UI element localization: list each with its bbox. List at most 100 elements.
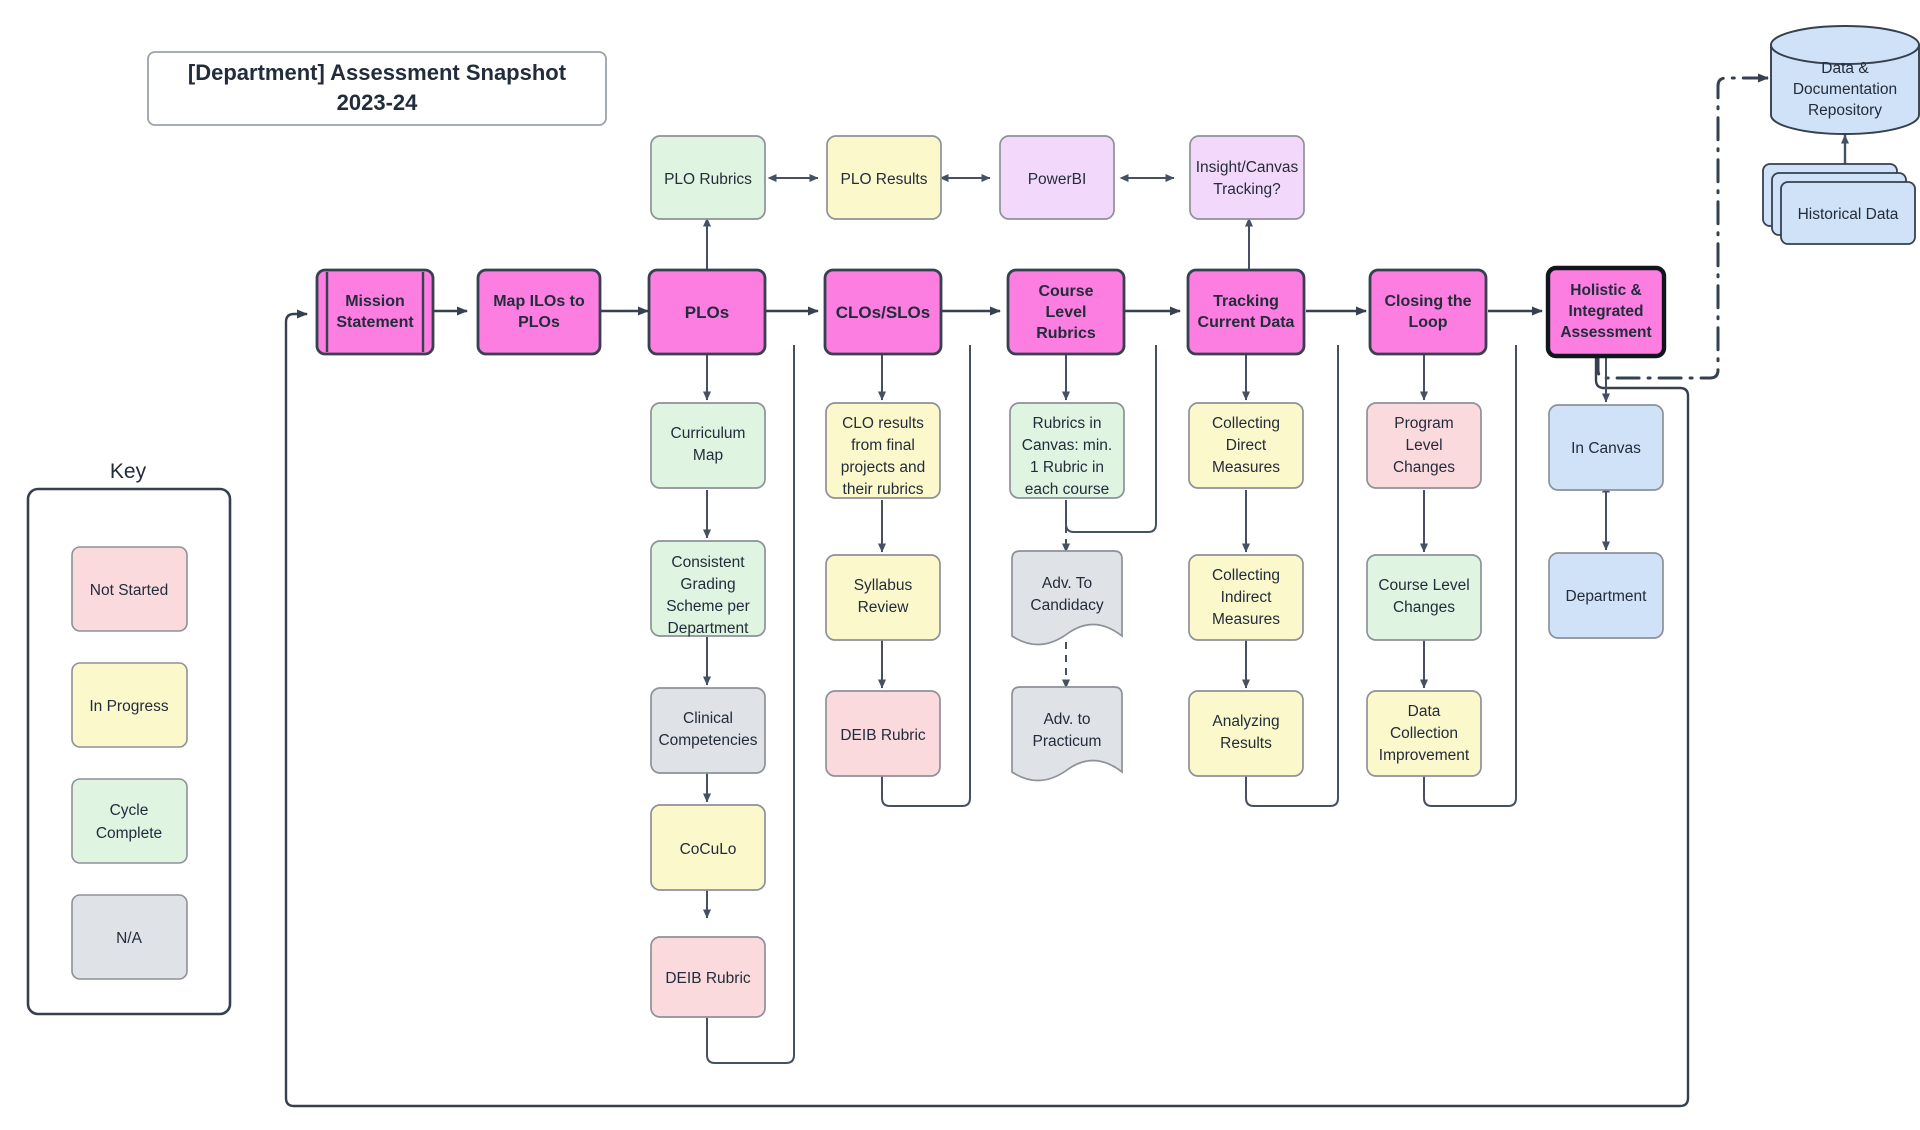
- clos-node-deib-rubric[interactable]: DEIB Rubric: [825, 690, 941, 777]
- node-label: PLO Rubrics: [664, 171, 752, 188]
- stack-card-front: [1780, 181, 1916, 245]
- plos-node-curriculum-map[interactable]: Curriculum Map: [650, 402, 766, 489]
- main-node-plos[interactable]: PLOs: [647, 268, 767, 356]
- node-label-l1: Mission: [345, 293, 405, 310]
- node-label-l2: Level: [1046, 304, 1087, 321]
- node-label: In Canvas: [1571, 440, 1641, 457]
- tracking-node-collecting-direct-measures[interactable]: Collecting Direct Measures: [1188, 402, 1304, 489]
- key-label: In Progress: [89, 698, 169, 715]
- node-label-l2: Statement: [336, 314, 414, 331]
- node-label: PowerBI: [1028, 171, 1087, 188]
- main-node-holistic-integrated-assessment[interactable]: Holistic & Integrated Assessment: [1545, 265, 1667, 359]
- main-node-tracking-current-data[interactable]: Tracking Current Data: [1186, 268, 1306, 356]
- node-label-l1: Course Level: [1378, 577, 1469, 594]
- node-label-l1: Consistent: [671, 554, 745, 571]
- plos-node-consistent-grading-scheme[interactable]: Consistent Grading Scheme per Department: [650, 540, 766, 637]
- closing-node-program-level-changes[interactable]: Program Level Changes: [1366, 402, 1482, 489]
- node-label-l2: from final: [851, 437, 915, 454]
- node-label-l1: Rubrics in: [1033, 415, 1102, 432]
- top-node-plo-rubrics[interactable]: PLO Rubrics: [650, 135, 766, 220]
- top-node-powerbi[interactable]: PowerBI: [999, 135, 1115, 220]
- node-label-l2: Direct: [1226, 437, 1267, 454]
- tracking-node-collecting-indirect-measures[interactable]: Collecting Indirect Measures: [1188, 554, 1304, 641]
- node-label-l3: projects and: [841, 459, 925, 476]
- main-node-closing-the-loop[interactable]: Closing the Loop: [1368, 268, 1488, 356]
- node-label-l2: Grading: [680, 576, 735, 593]
- node-label-l1: Analyzing: [1212, 713, 1279, 730]
- node-label: PLO Results: [840, 171, 927, 188]
- main-node-mission-statement[interactable]: Mission Statement: [315, 268, 435, 356]
- key-legend: Key Not Started In Progress Cycle Comple…: [26, 460, 232, 1016]
- title-line1: [Department] Assessment Snapshot: [188, 60, 567, 85]
- node-label-l1: Collecting: [1212, 415, 1280, 432]
- closing-node-data-collection-improvement[interactable]: Data Collection Improvement: [1366, 690, 1482, 777]
- node-label: PLOs: [685, 303, 729, 322]
- node-label-l3: Changes: [1393, 459, 1455, 476]
- tracking-node-analyzing-results[interactable]: Analyzing Results: [1188, 690, 1304, 777]
- node-label-l2: Documentation: [1793, 81, 1897, 98]
- holistic-node-department[interactable]: Department: [1548, 552, 1664, 639]
- node-label-l1: Program: [1394, 415, 1453, 432]
- node-label-l2: Practicum: [1033, 733, 1102, 750]
- node-label-l1: Adv. To: [1042, 575, 1092, 592]
- clos-node-clo-results[interactable]: CLO results from final projects and thei…: [825, 402, 941, 499]
- main-node-clos-slos[interactable]: CLOs/SLOs: [823, 268, 943, 356]
- closing-node-course-level-changes[interactable]: Course Level Changes: [1366, 554, 1482, 641]
- key-item-not-started: Not Started: [71, 546, 188, 632]
- database-top-icon: [1770, 25, 1920, 65]
- node-label-l1: Curriculum: [671, 425, 746, 442]
- plos-node-coculo[interactable]: CoCuLo: [650, 804, 766, 891]
- node-label-l1: Course: [1038, 283, 1093, 300]
- top-node-plo-results[interactable]: PLO Results: [826, 135, 942, 220]
- node-label-l2: Level: [1405, 437, 1442, 454]
- node-label-l3: Measures: [1212, 459, 1280, 476]
- node-label: Department: [1566, 588, 1648, 605]
- data-documentation-repository[interactable]: Data & Documentation Repository: [1770, 25, 1920, 135]
- node-label: DEIB Rubric: [665, 970, 751, 987]
- node-label: Historical Data: [1798, 206, 1899, 223]
- key-item-na: N/A: [71, 894, 188, 980]
- main-node-course-level-rubrics[interactable]: Course Level Rubrics: [1006, 268, 1126, 356]
- node-label-l1: Data &: [1821, 60, 1869, 77]
- key-label-l2: Complete: [96, 825, 162, 842]
- node-label-l3: Repository: [1808, 102, 1882, 119]
- key-heading: Key: [110, 460, 147, 483]
- top-node-insight-canvas-tracking[interactable]: Insight/Canvas Tracking?: [1189, 135, 1305, 220]
- node-label-l1: Holistic &: [1570, 282, 1641, 299]
- node-label-l2: Candidacy: [1030, 597, 1103, 614]
- holistic-node-in-canvas[interactable]: In Canvas: [1548, 404, 1664, 491]
- course-rubrics-node-adv-to-candidacy[interactable]: Adv. To Candidacy: [1011, 550, 1123, 646]
- course-rubrics-node-adv-to-practicum[interactable]: Adv. to Practicum: [1011, 686, 1123, 782]
- node-label: CLOs/SLOs: [836, 303, 930, 322]
- node-label-l1: Collecting: [1212, 567, 1280, 584]
- node-label-l2: Indirect: [1221, 589, 1273, 606]
- node-label-l2: Competencies: [658, 732, 757, 749]
- course-rubrics-node-rubrics-in-canvas[interactable]: Rubrics in Canvas: min. 1 Rubric in each…: [1009, 402, 1125, 499]
- node-label-l1: Adv. to: [1043, 711, 1090, 728]
- node-label-l2: Changes: [1393, 599, 1455, 616]
- key-label: Not Started: [90, 582, 168, 599]
- main-node-map-ilos-to-plos[interactable]: Map ILOs to PLOs: [476, 268, 602, 356]
- node-label-l2: Results: [1220, 735, 1272, 752]
- node-label-l2: Canvas: min.: [1022, 437, 1112, 454]
- node-label-l4: Department: [668, 620, 750, 637]
- node-label-l3: Scheme per: [666, 598, 750, 615]
- historical-data-stack[interactable]: Historical Data: [1762, 163, 1916, 245]
- node-label-l1: CLO results: [842, 415, 924, 432]
- key-item-cycle-complete: Cycle Complete: [71, 778, 188, 864]
- node-label-l3: Improvement: [1379, 747, 1470, 764]
- plos-node-deib-rubric[interactable]: DEIB Rubric: [650, 936, 766, 1018]
- node-label-l3: Rubrics: [1036, 325, 1096, 342]
- node-label-l4: each course: [1025, 481, 1109, 498]
- node-label-l2: PLOs: [518, 314, 560, 331]
- key-item-in-progress: In Progress: [71, 662, 188, 748]
- node-label-l2: Review: [858, 599, 910, 616]
- plos-node-clinical-competencies[interactable]: Clinical Competencies: [650, 687, 766, 774]
- node-label-l1: Data: [1408, 703, 1441, 720]
- node-label-l2: Integrated: [1569, 303, 1644, 320]
- key-label-l1: Cycle: [110, 802, 149, 819]
- clos-node-syllabus-review[interactable]: Syllabus Review: [825, 554, 941, 641]
